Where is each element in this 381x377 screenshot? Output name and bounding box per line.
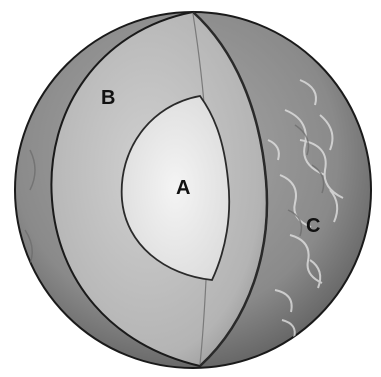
label-crust-surface: C bbox=[306, 216, 320, 236]
label-mantle: B bbox=[101, 88, 115, 108]
label-inner-core: A bbox=[176, 178, 190, 198]
